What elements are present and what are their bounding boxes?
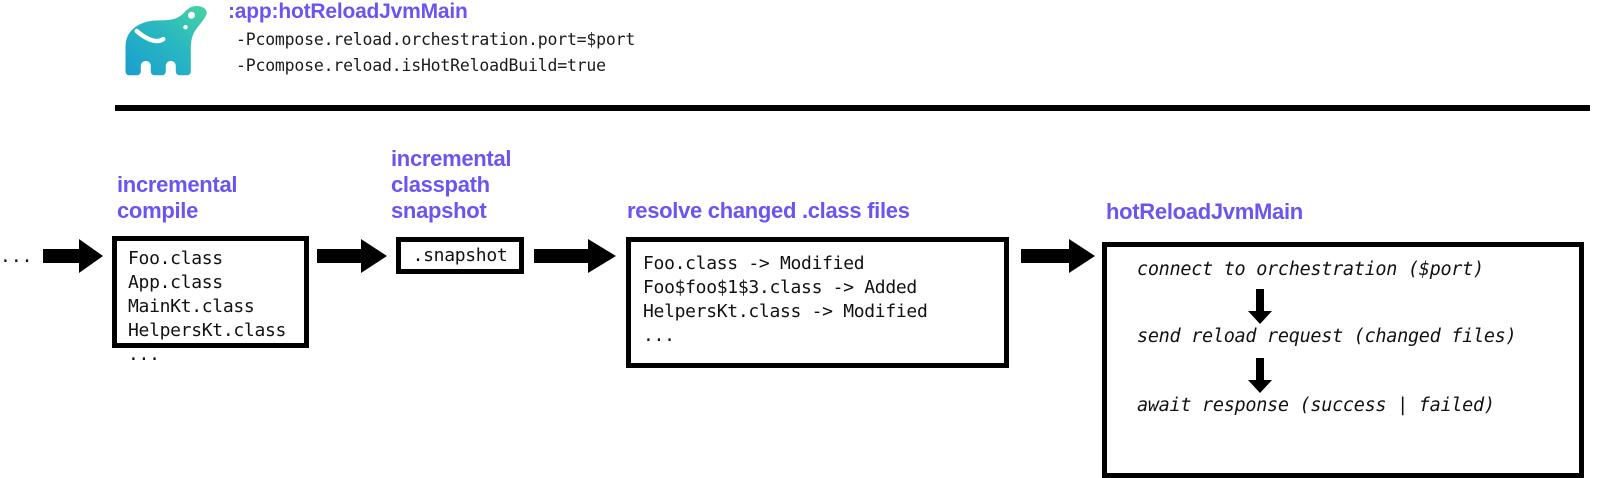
- gradle-elephant-icon: [125, 6, 207, 76]
- incremental-compile-class-list: Foo.class App.class MainKt.class Helpers…: [128, 248, 287, 365]
- header-arg-hotreload-build: -Pcompose.reload.isHotReloadBuild=true: [236, 56, 606, 75]
- header-divider: [115, 105, 1590, 111]
- page-title: :app:hotReloadJvmMain: [228, 0, 468, 23]
- hotreload-step-send-reload-request: send reload request (changed files): [1137, 326, 1517, 347]
- right-arrow-icon: [317, 239, 387, 273]
- leading-ellipsis: ...: [0, 246, 33, 267]
- right-arrow-icon: [534, 239, 616, 273]
- hotreload-step-await-response: await response (success | failed): [1137, 395, 1495, 416]
- box-snapshot-artifact: .snapshot: [396, 237, 524, 274]
- box-incremental-compile-output: Foo.class App.class MainKt.class Helpers…: [112, 236, 309, 365]
- stage-label-incremental-classpath-snapshot: incremental classpath snapshot: [391, 146, 512, 223]
- down-arrow-icon: [1248, 358, 1272, 393]
- right-arrow-icon: [1021, 239, 1095, 273]
- changed-class-files-list: Foo.class -> Modified Foo$foo$1$3.class …: [643, 253, 928, 346]
- box-changed-class-files: Foo.class -> Modified Foo$foo$1$3.class …: [626, 237, 1009, 368]
- stage-label-resolve-changed-class-files: resolve changed .class files: [627, 198, 910, 223]
- right-arrow-icon: [43, 239, 103, 273]
- stage-label-incremental-compile: incremental compile: [117, 172, 238, 223]
- snapshot-filename: .snapshot: [412, 244, 508, 266]
- hotreload-step-connect: connect to orchestration ($port): [1137, 259, 1484, 280]
- down-arrow-icon: [1248, 289, 1272, 324]
- box-hotreload-jvm-main-steps: connect to orchestration ($port) send re…: [1102, 242, 1584, 478]
- stage-label-hotreload-jvm-main: hotReloadJvmMain: [1106, 199, 1303, 224]
- header-arg-port: -Pcompose.reload.orchestration.port=$por…: [236, 30, 636, 49]
